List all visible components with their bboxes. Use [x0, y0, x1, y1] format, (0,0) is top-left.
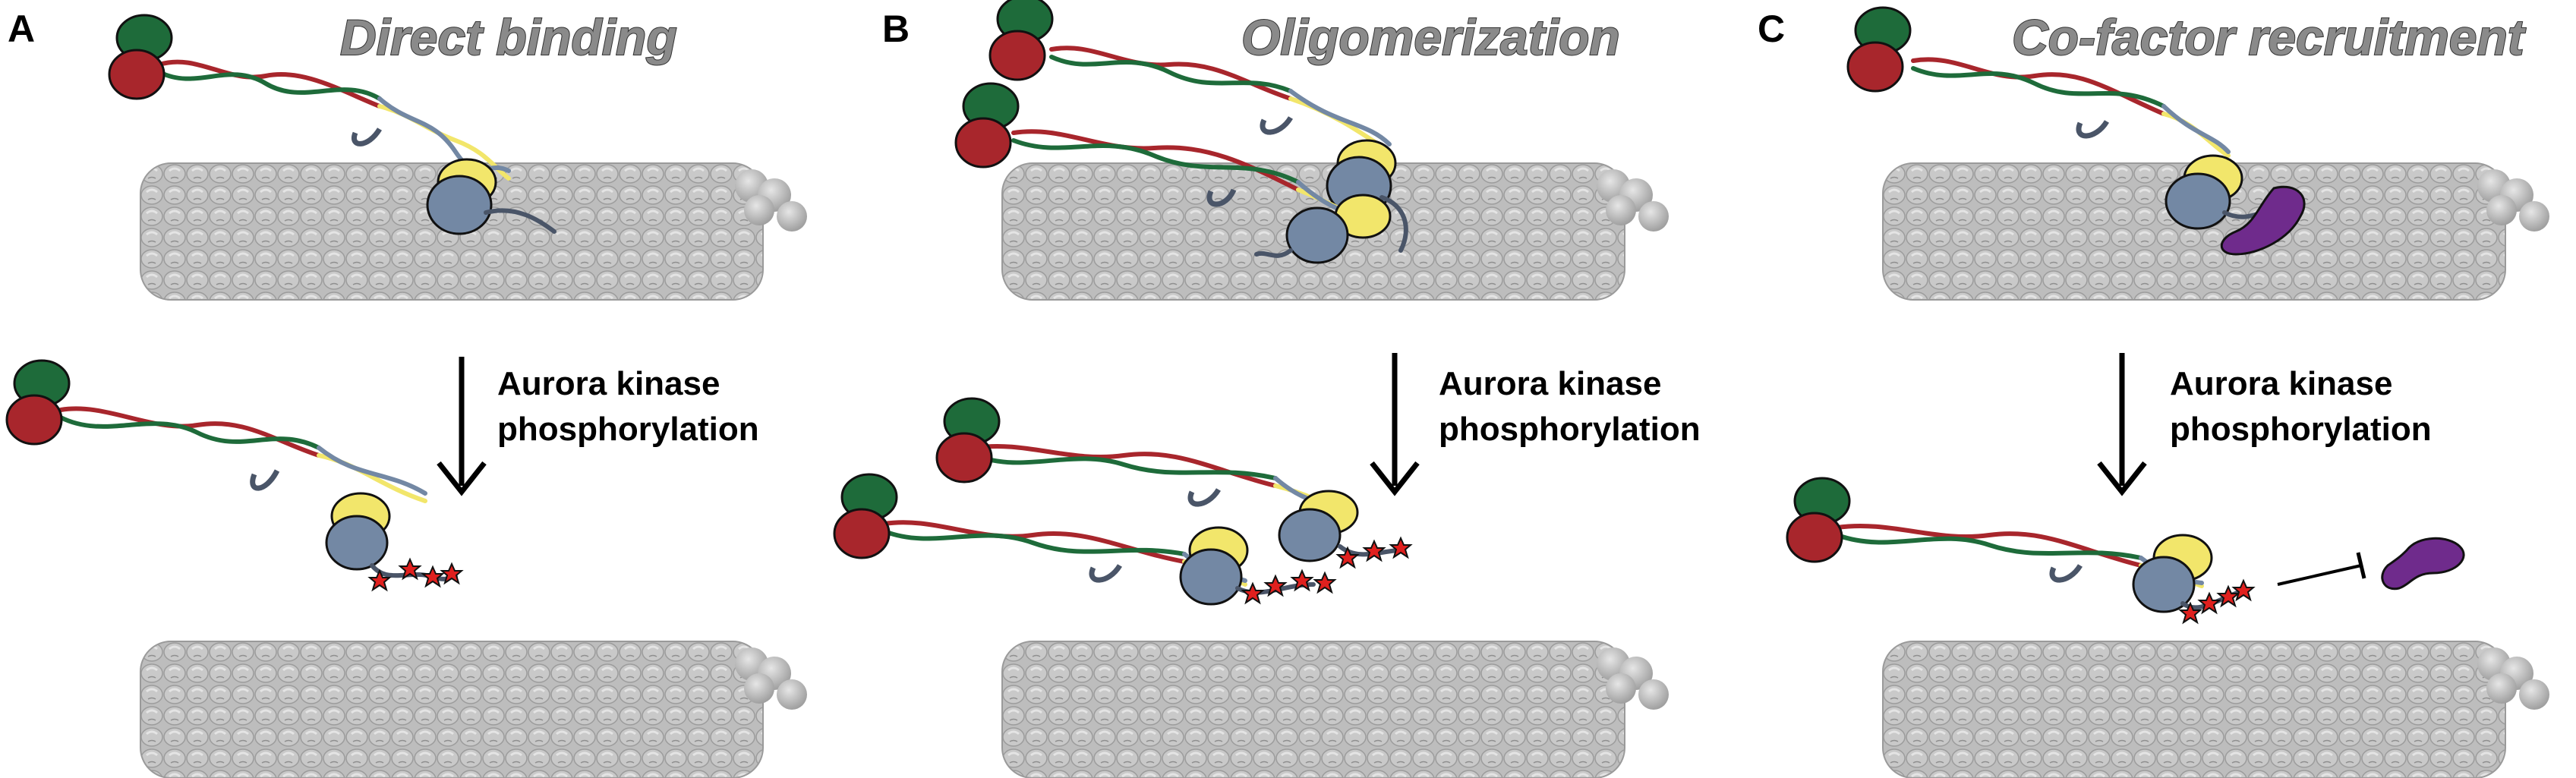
released-kinesin-c [1786, 477, 2254, 623]
down-arrow-b [1370, 353, 1420, 496]
panel-b-title: Oligomerization [1241, 9, 1620, 65]
panel-b-letter: B [882, 8, 910, 50]
bound-kinesin-b-upper [988, 0, 1397, 216]
panel-a-letter: A [8, 8, 35, 50]
released-kinesin-a [5, 359, 462, 591]
bound-kinesin-c [1846, 6, 2306, 256]
panel-c-title: Co-factor recruitment [2012, 9, 2527, 65]
down-arrow-c [2097, 353, 2147, 496]
bound-kinesin-b-lower [954, 82, 1408, 264]
inhibition-bar [2277, 552, 2366, 586]
released-kinesin-b-lower [833, 473, 1335, 606]
panel-a-title: Direct binding [340, 9, 677, 65]
step-label-c-line2: phosphorylation [2170, 411, 2432, 448]
cofactor-protein-free [2381, 537, 2465, 591]
bound-kinesin-a [108, 14, 557, 235]
microtubule-bottom-b [1001, 641, 1670, 778]
panel-b: B Oligomerization [833, 0, 1701, 778]
released-kinesin-b-upper [935, 397, 1411, 568]
panel-c: C Co-factor recruitment Aurora kinase ph… [1758, 6, 2550, 778]
step-label-b-line1: Aurora kinase [1439, 365, 1661, 402]
microtubule-bottom-a [140, 641, 808, 778]
microtubule-bottom-c [1882, 641, 2550, 778]
step-label-c-line1: Aurora kinase [2170, 365, 2392, 402]
panel-a: A Direct binding Aurora kinase phosphory… [5, 8, 808, 778]
step-label-a-line1: Aurora kinase [497, 365, 720, 402]
step-label-b-line2: phosphorylation [1439, 411, 1701, 448]
down-arrow-a [437, 357, 487, 496]
step-label-a-line2: phosphorylation [497, 411, 759, 448]
cofactor-protein-bound [2220, 185, 2306, 256]
panel-c-letter: C [1758, 8, 1785, 50]
